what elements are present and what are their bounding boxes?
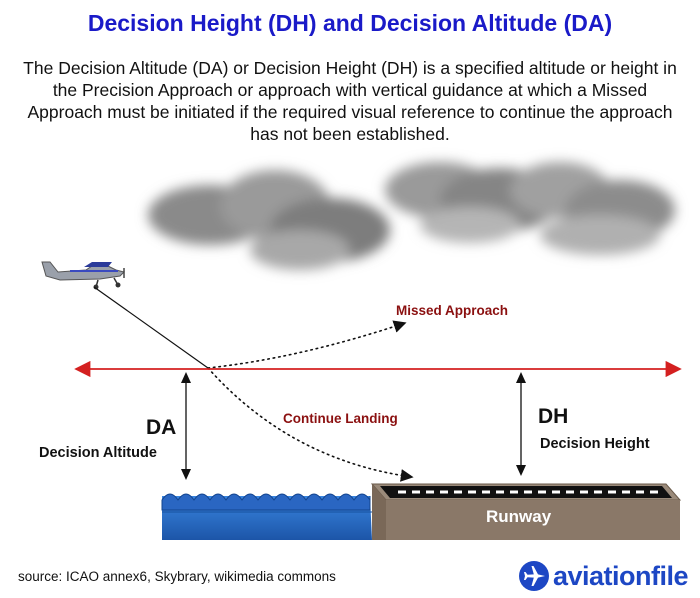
da-full-label: Decision Altitude <box>39 445 157 461</box>
runway-dash <box>496 490 504 494</box>
dh-da-diagram: Missed Approach Continue Landing DA Deci… <box>39 162 682 540</box>
runway-dash <box>510 490 518 494</box>
runway-dash <box>412 490 420 494</box>
continue-landing-label: Continue Landing <box>283 411 398 426</box>
runway-dash <box>468 490 476 494</box>
runway-dash <box>636 490 644 494</box>
aircraft-icon <box>41 261 125 290</box>
runway-dash <box>538 490 546 494</box>
approach-path <box>93 286 209 369</box>
runway-dash <box>482 490 490 494</box>
runway-dash <box>622 490 630 494</box>
da-arrow <box>181 372 191 480</box>
runway-dash <box>524 490 532 494</box>
runway-dash <box>398 490 406 494</box>
missed-approach-label: Missed Approach <box>396 303 508 318</box>
clouds <box>148 162 675 270</box>
brand-name: aviationfile <box>553 560 689 591</box>
water-surface <box>161 493 372 540</box>
runway-dash <box>440 490 448 494</box>
runway-dash <box>580 490 588 494</box>
dh-full-label: Decision Height <box>540 436 650 452</box>
runway-centerline <box>398 490 658 494</box>
runway-dash <box>426 490 434 494</box>
airplane-icon <box>519 561 549 591</box>
dh-abbr-label: DH <box>538 405 568 428</box>
runway-dash <box>594 490 602 494</box>
page-title: Decision Height (DH) and Decision Altitu… <box>87 10 613 36</box>
runway-dash <box>608 490 616 494</box>
runway-dash <box>650 490 658 494</box>
runway-dash <box>566 490 574 494</box>
source-credit: source: ICAO annex6, Skybrary, wikimedia… <box>18 569 336 584</box>
dh-arrow <box>516 372 526 476</box>
runway-label: Runway <box>486 507 552 526</box>
brand-logo: aviationfile <box>518 559 689 593</box>
da-abbr-label: DA <box>146 416 176 439</box>
intro-text: The Decision Altitude (DA) or Decision H… <box>23 58 677 144</box>
missed-approach-path <box>207 320 407 369</box>
runway-dash <box>454 490 462 494</box>
runway-dash <box>552 490 560 494</box>
